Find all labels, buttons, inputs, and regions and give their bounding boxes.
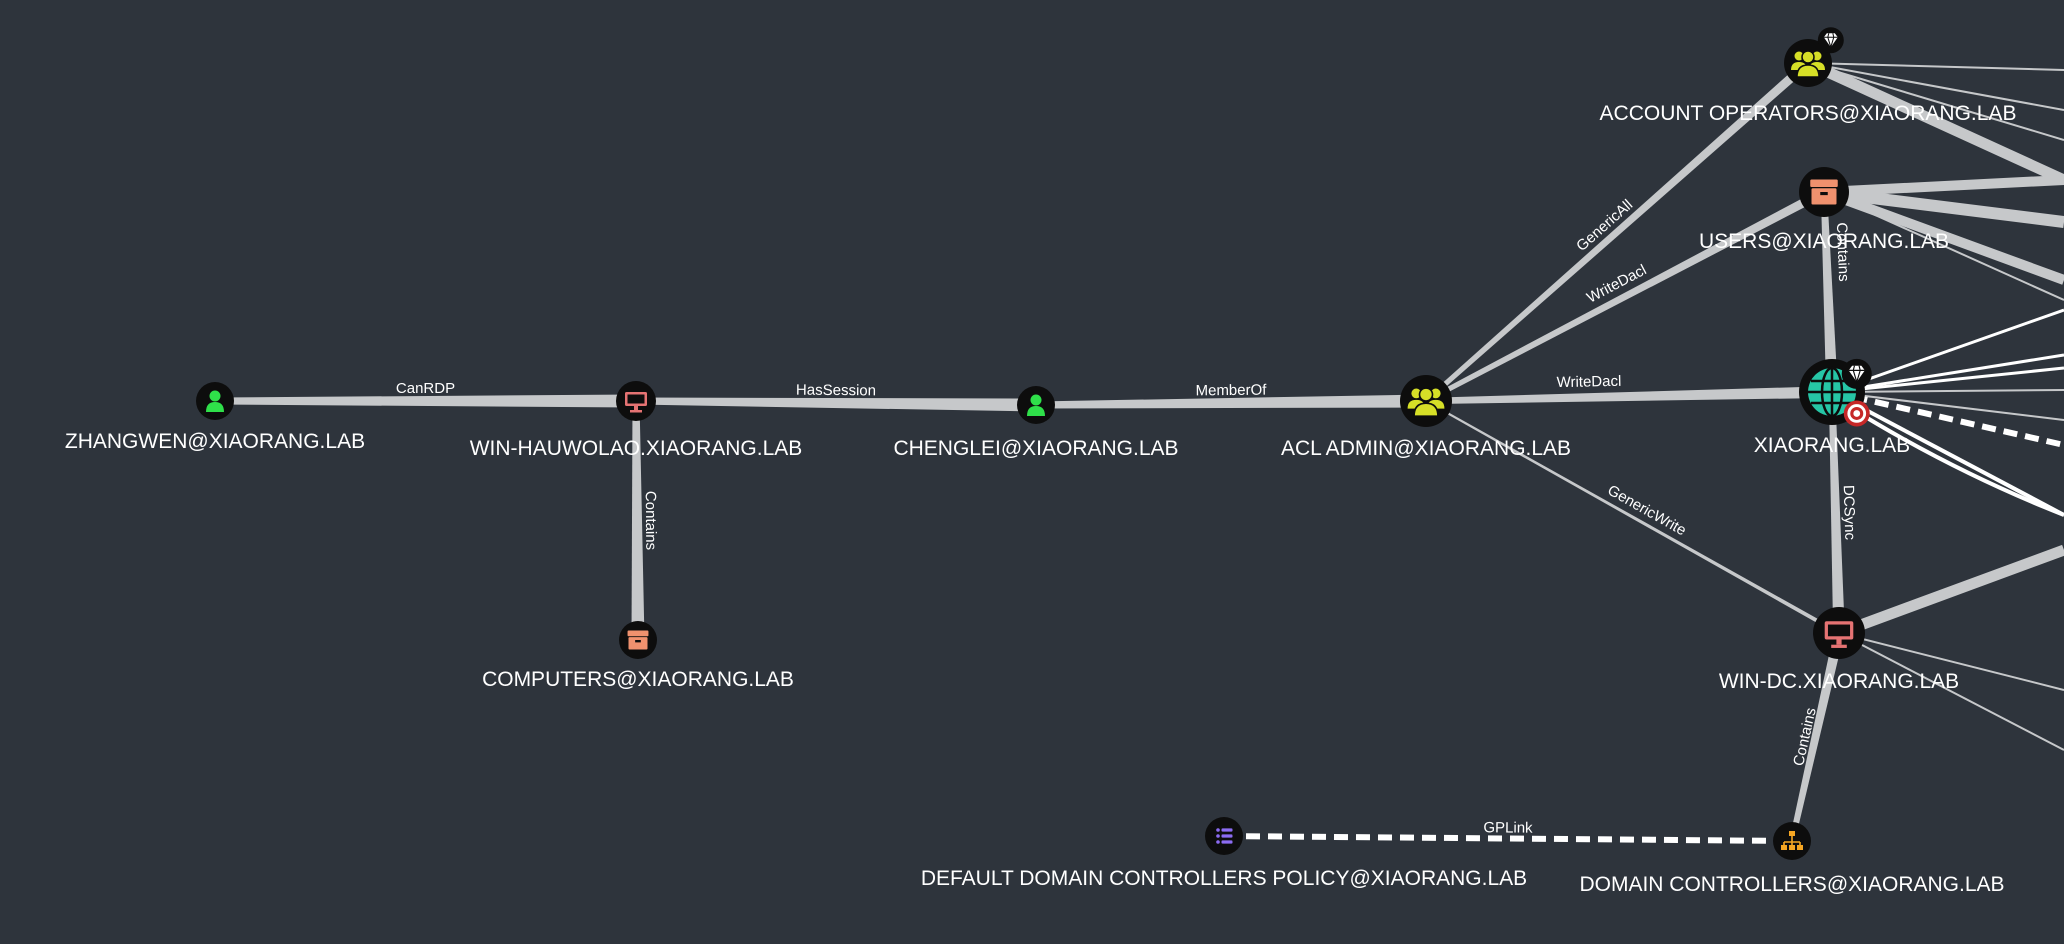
node-label-account-operators: ACCOUNT OPERATORS@XIAORANG.LAB <box>1600 102 2017 125</box>
edge-gpo-to-domain-controllers[interactable] <box>1223 833 1793 844</box>
node-win-dc[interactable] <box>1813 607 1865 659</box>
edge-chenglei-to-acl-admin[interactable] <box>1035 394 1427 409</box>
offscreen-edge <box>1807 62 2064 71</box>
highvalue-diamond-icon <box>1817 27 1844 54</box>
container-icon <box>627 630 649 650</box>
offscreen-edge <box>1807 62 2064 141</box>
target-icon <box>1843 400 1870 427</box>
offscreen-edge <box>1831 389 2064 393</box>
node-label-domain-controllers: DOMAIN CONTROLLERS@XIAORANG.LAB <box>1579 873 2004 896</box>
node-label-win-dc: WIN-DC.XIAORANG.LAB <box>1719 670 1959 693</box>
offscreen-curved-edge <box>1844 403 2064 517</box>
offscreen-edge <box>1831 353 2064 394</box>
offscreen-edge <box>1807 62 2064 111</box>
offscreen-edge <box>1837 544 2064 639</box>
node-label-acl-admin: ACL ADMIN@XIAORANG.LAB <box>1281 437 1571 460</box>
node-xiaorang[interactable] <box>1799 358 1872 427</box>
offscreen-edge <box>1823 186 2064 228</box>
gpo-list-icon <box>1216 828 1233 844</box>
offscreen-edge <box>1831 391 2064 421</box>
offscreen-gplink-edge <box>1831 389 2064 448</box>
node-label-users: USERS@XIAORANG.LAB <box>1699 230 1949 253</box>
node-users[interactable] <box>1799 167 1849 217</box>
group-icon <box>1791 50 1825 78</box>
edge-label-genericwrite: GenericWrite <box>1605 482 1689 540</box>
node-acl-admin[interactable] <box>1400 375 1452 427</box>
offscreen-edge <box>1831 366 2064 394</box>
edge-win-hauwolao-to-computers[interactable] <box>631 400 645 641</box>
edge-label-writedacl: WriteDacl <box>1556 373 1621 391</box>
edge-xiaorang-to-win-dc[interactable] <box>1828 391 1845 634</box>
edge-label-hassession: HasSession <box>796 382 876 400</box>
node-label-computers: COMPUTERS@XIAORANG.LAB <box>482 668 794 691</box>
offscreen-edges <box>1805 57 2064 751</box>
node-label-zhangwen: ZHANGWEN@XIAORANG.LAB <box>65 430 365 453</box>
edge-label-canrdp: CanRDP <box>396 380 455 397</box>
edge-acl-admin-to-users[interactable] <box>1424 187 1827 404</box>
edge-label-contains: Contains <box>642 491 659 550</box>
node-computers[interactable] <box>619 621 657 659</box>
container-icon <box>1810 179 1838 205</box>
node-chenglei[interactable] <box>1017 386 1055 424</box>
offscreen-edge <box>1823 191 2064 301</box>
highvalue-diamond-icon <box>1841 358 1872 389</box>
node-label-chenglei: CHENGLEI@XIAORANG.LAB <box>893 437 1178 460</box>
node-win-hauwolao[interactable] <box>616 381 656 421</box>
computer-icon <box>1824 621 1854 648</box>
offscreen-edge <box>1805 57 2064 186</box>
node-label-xiaorang: XIAORANG.LAB <box>1754 434 1910 457</box>
edge-acl-admin-to-xiaorang[interactable] <box>1425 386 1833 405</box>
offscreen-edge <box>1838 632 2064 691</box>
node-label-win-hauwolao: WIN-HAUWOLAO.XIAORANG.LAB <box>470 437 803 460</box>
node-gpo[interactable] <box>1205 817 1243 855</box>
graph-edges <box>215 59 1845 844</box>
edge-label-dcsync: DCSync <box>1840 485 1859 541</box>
offscreen-edge <box>1823 175 2064 197</box>
edge-win-hauwolao-to-chenglei[interactable] <box>635 397 1037 412</box>
edge-acl-admin-to-account-operators[interactable] <box>1424 59 1812 403</box>
group-icon <box>1407 387 1445 417</box>
user-icon <box>206 390 224 412</box>
edge-label-memberof: MemberOf <box>1195 382 1267 400</box>
node-label-gpo: DEFAULT DOMAIN CONTROLLERS POLICY@XIAORA… <box>921 867 1527 890</box>
graph-nodes: ZHANGWEN@XIAORANG.LAB WIN-HAUWOLAO.XIAORA… <box>65 27 2017 896</box>
node-domain-controllers[interactable] <box>1773 822 1811 860</box>
edge-label-gplink: GPLink <box>1483 819 1533 836</box>
offscreen-edge <box>1831 390 2064 517</box>
edge-users-to-xiaorang[interactable] <box>1820 191 1838 393</box>
node-zhangwen[interactable] <box>196 382 234 420</box>
ou-tree-icon <box>1781 831 1803 850</box>
offscreen-edge <box>1838 632 2064 751</box>
user-icon <box>1027 394 1045 416</box>
edge-domain-controllers-to-win-dc[interactable] <box>1789 631 1845 842</box>
node-account-operators[interactable] <box>1784 27 1844 87</box>
edge-zhangwen-to-win-hauwolao[interactable] <box>215 394 636 408</box>
edge-acl-admin-to-win-dc[interactable] <box>1425 400 1840 635</box>
edge-label-contains: Contains <box>1833 222 1852 282</box>
offscreen-edge <box>1822 187 2064 285</box>
computer-icon <box>625 392 647 413</box>
